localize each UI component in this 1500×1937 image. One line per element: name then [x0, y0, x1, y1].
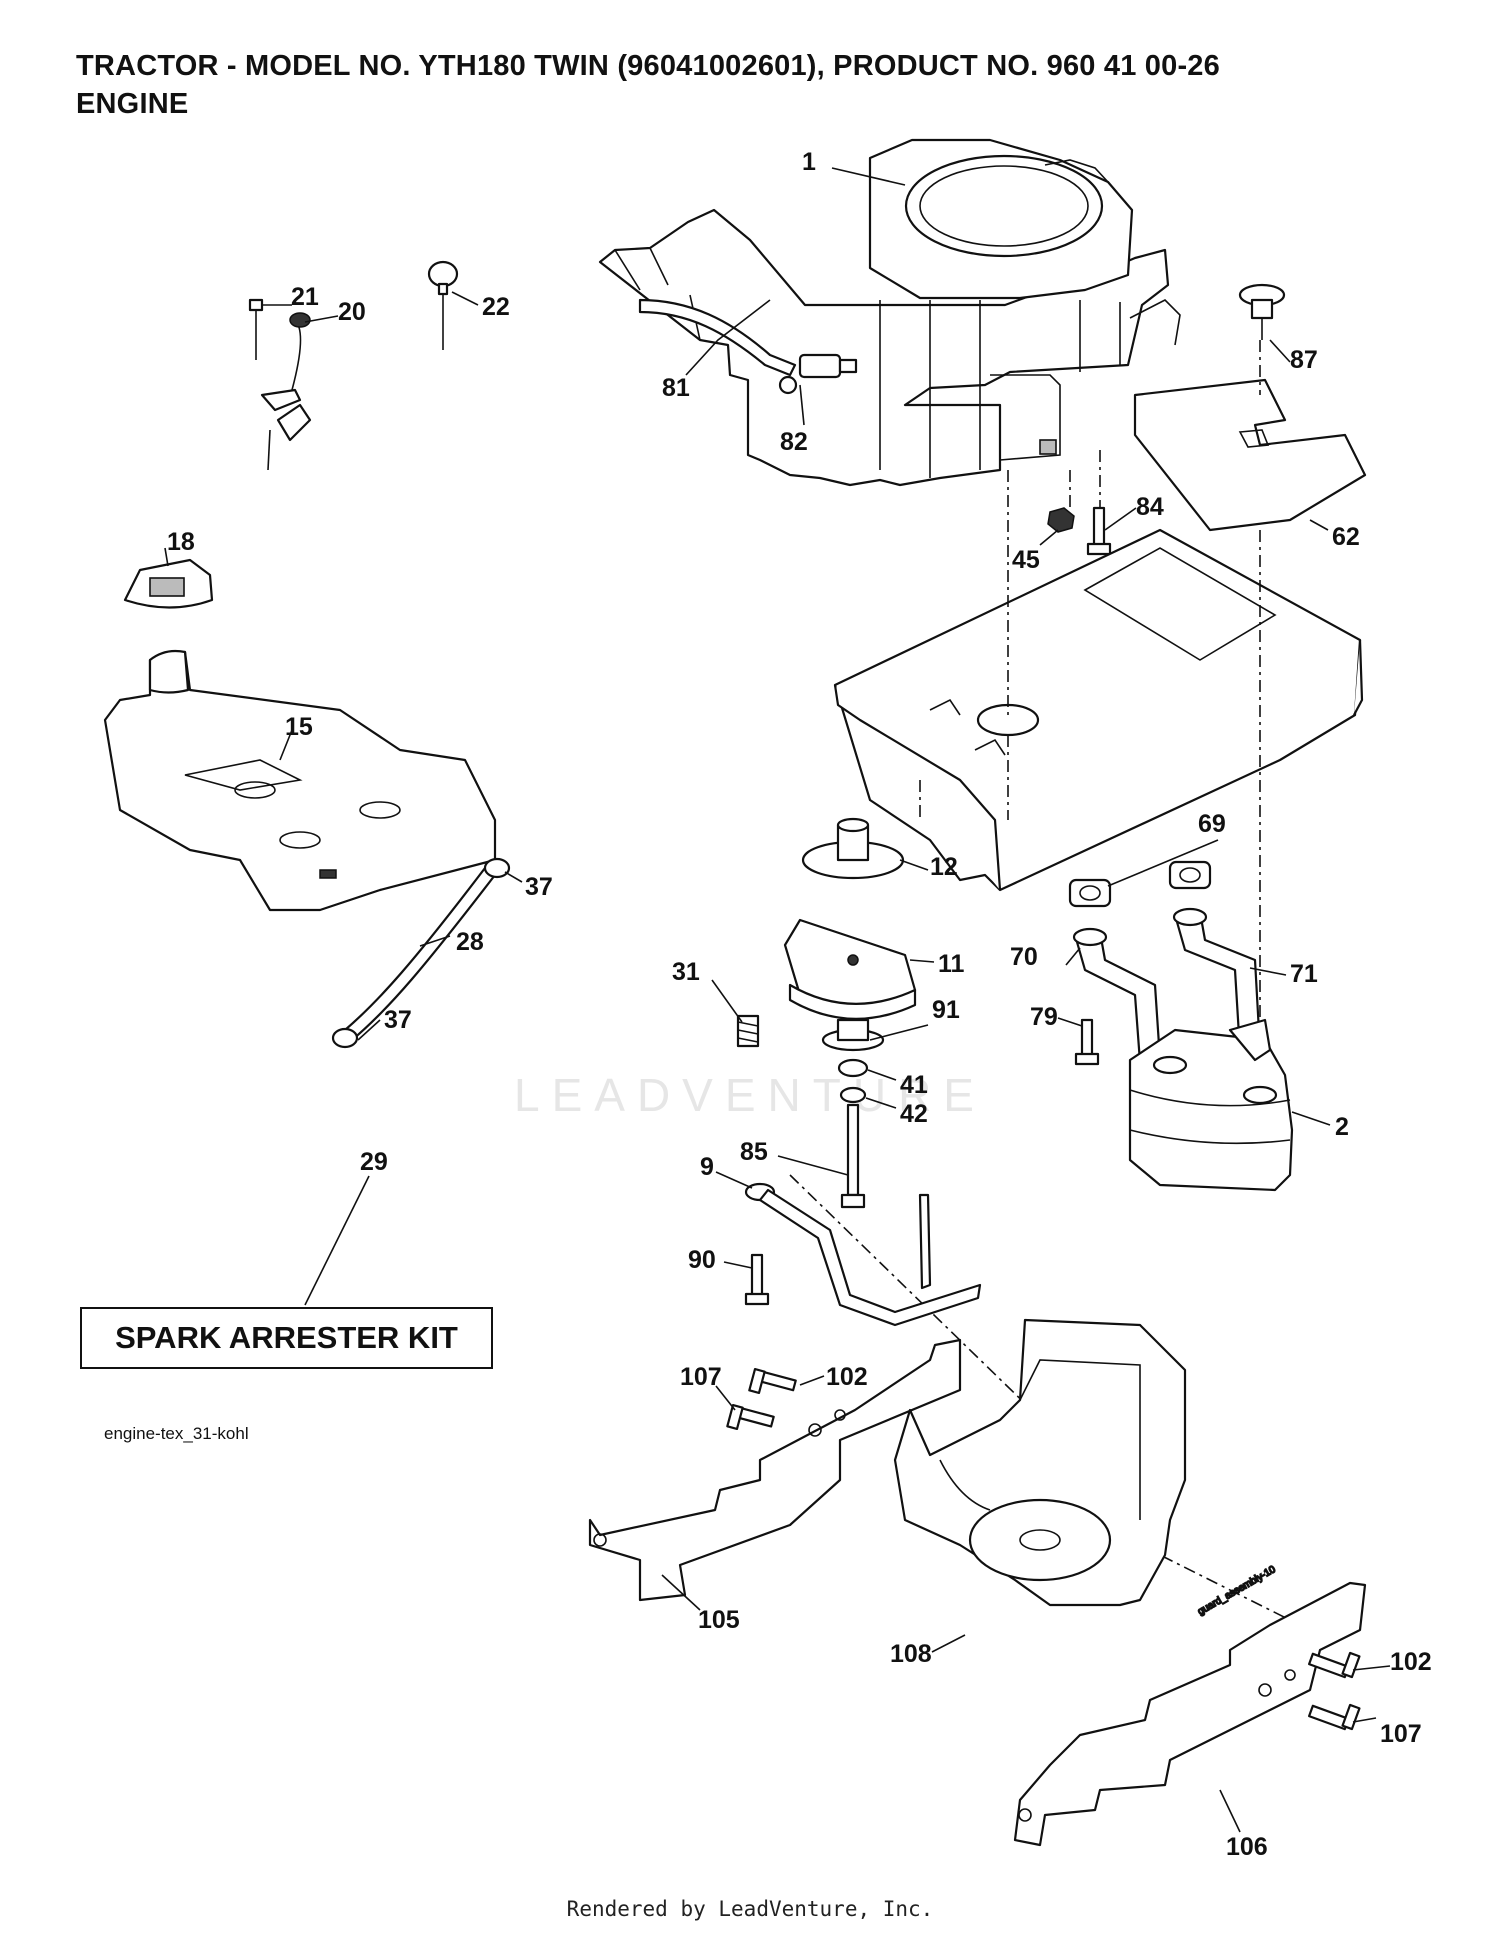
bolt-part-85[interactable]	[840, 1103, 866, 1209]
footer-credit: Rendered by LeadVenture, Inc.	[566, 1897, 934, 1921]
hose-clamp-part-37-top[interactable]	[483, 857, 511, 879]
bolt-part-79[interactable]	[1074, 1018, 1100, 1066]
bolt-part-102-top[interactable]	[748, 1367, 797, 1395]
spring-part-31[interactable]	[736, 1014, 760, 1048]
spark-arrester-kit-label: SPARK ARRESTER KIT	[115, 1320, 458, 1355]
callout-90: 90	[688, 1246, 716, 1274]
screw-part-21[interactable]	[248, 298, 264, 360]
callout-20: 20	[338, 298, 366, 326]
bolt-part-90[interactable]	[744, 1253, 770, 1306]
callout-91: 91	[932, 996, 960, 1024]
pulley-part-12[interactable]	[801, 817, 905, 880]
callout-37-top: 37	[525, 873, 553, 901]
callout-81: 81	[662, 374, 690, 402]
callout-106: 106	[1226, 1833, 1268, 1861]
engine-guard-part-108[interactable]	[893, 1318, 1187, 1607]
bolt-part-84[interactable]	[1086, 506, 1112, 556]
callout-84: 84	[1136, 493, 1164, 521]
spacer-part-91[interactable]	[821, 1018, 885, 1052]
callout-102-top: 102	[826, 1363, 868, 1391]
callout-29: 29	[360, 1148, 388, 1176]
callout-18: 18	[167, 528, 195, 556]
callout-107-bottom: 107	[1380, 1720, 1422, 1748]
callout-85: 85	[740, 1138, 768, 1166]
callout-15: 15	[285, 713, 313, 741]
fuel-line-part-81[interactable]	[638, 298, 797, 377]
callout-107-top: 107	[680, 1363, 722, 1391]
guard-bracket-part-106[interactable]	[1013, 1581, 1367, 1847]
guard-inline-label: guard_assembly-10	[1196, 1564, 1278, 1618]
fuel-tank-part-15[interactable]	[103, 649, 497, 912]
callout-87: 87	[1290, 346, 1318, 374]
callout-12: 12	[930, 853, 958, 881]
frame-plate	[833, 528, 1364, 892]
callout-9: 9	[700, 1153, 714, 1181]
fuel-filter-part-82[interactable]	[778, 353, 858, 395]
callout-79: 79	[1030, 1003, 1058, 1031]
callout-71: 71	[1290, 960, 1318, 988]
diagram-reference-code: engine-tex_31-kohl	[104, 1424, 249, 1443]
leader-lines	[164, 167, 1391, 1833]
anti-rotation-bracket-part-9[interactable]	[744, 1182, 982, 1327]
callout-108: 108	[890, 1640, 932, 1668]
callout-42: 42	[900, 1100, 928, 1128]
knob-part-87[interactable]	[1238, 283, 1286, 340]
callout-21: 21	[291, 283, 319, 311]
hose-clamp-part-37-bottom[interactable]	[331, 1027, 359, 1049]
bolt-part-102-bottom[interactable]	[1307, 1651, 1361, 1679]
guard-bracket-part-105[interactable]	[588, 1338, 962, 1602]
electric-clutch-part-11[interactable]	[783, 918, 917, 1020]
callout-45: 45	[1012, 546, 1040, 574]
fuel-cap-part-18[interactable]	[123, 558, 214, 609]
engine-part-1[interactable]	[598, 138, 1181, 487]
callout-1: 1	[802, 148, 816, 176]
choke-knob-part-22[interactable]	[427, 260, 459, 350]
callout-105: 105	[698, 1606, 740, 1634]
callout-22: 22	[482, 293, 510, 321]
diagram-subtitle: ENGINE	[76, 88, 189, 120]
callout-41: 41	[900, 1071, 928, 1099]
washer-part-41[interactable]	[837, 1058, 869, 1078]
callout-28: 28	[456, 928, 484, 956]
callout-31: 31	[672, 958, 700, 986]
callout-11: 11	[938, 950, 965, 978]
nut-part-45[interactable]	[1047, 507, 1075, 533]
callout-70: 70	[1010, 943, 1038, 971]
callout-labels: 1 81 82 87 62 84 45 21 20 22 18 15 37 28…	[167, 148, 1432, 1861]
callout-62: 62	[1332, 523, 1360, 551]
gasket-part-69[interactable]	[1068, 860, 1212, 908]
callout-37-bottom: 37	[384, 1006, 412, 1034]
washer-part-42[interactable]	[839, 1086, 867, 1104]
callout-102-bottom: 102	[1390, 1648, 1432, 1676]
callout-82: 82	[780, 428, 808, 456]
bolt-part-107-bottom[interactable]	[1307, 1703, 1361, 1731]
diagram-title: TRACTOR - MODEL NO. YTH180 TWIN (9604100…	[76, 50, 1220, 82]
muffler-part-2[interactable]	[1128, 1018, 1294, 1192]
throttle-control-part-20[interactable]	[260, 312, 312, 471]
spark-arrester-kit-box: SPARK ARRESTER KIT	[80, 1307, 493, 1369]
callout-69: 69	[1198, 810, 1226, 838]
watermark-text: LEADVENTURE	[514, 1069, 986, 1121]
heat-shield-part-62[interactable]	[1133, 378, 1367, 532]
bolt-part-107-top[interactable]	[726, 1403, 775, 1431]
callout-2: 2	[1335, 1113, 1349, 1141]
